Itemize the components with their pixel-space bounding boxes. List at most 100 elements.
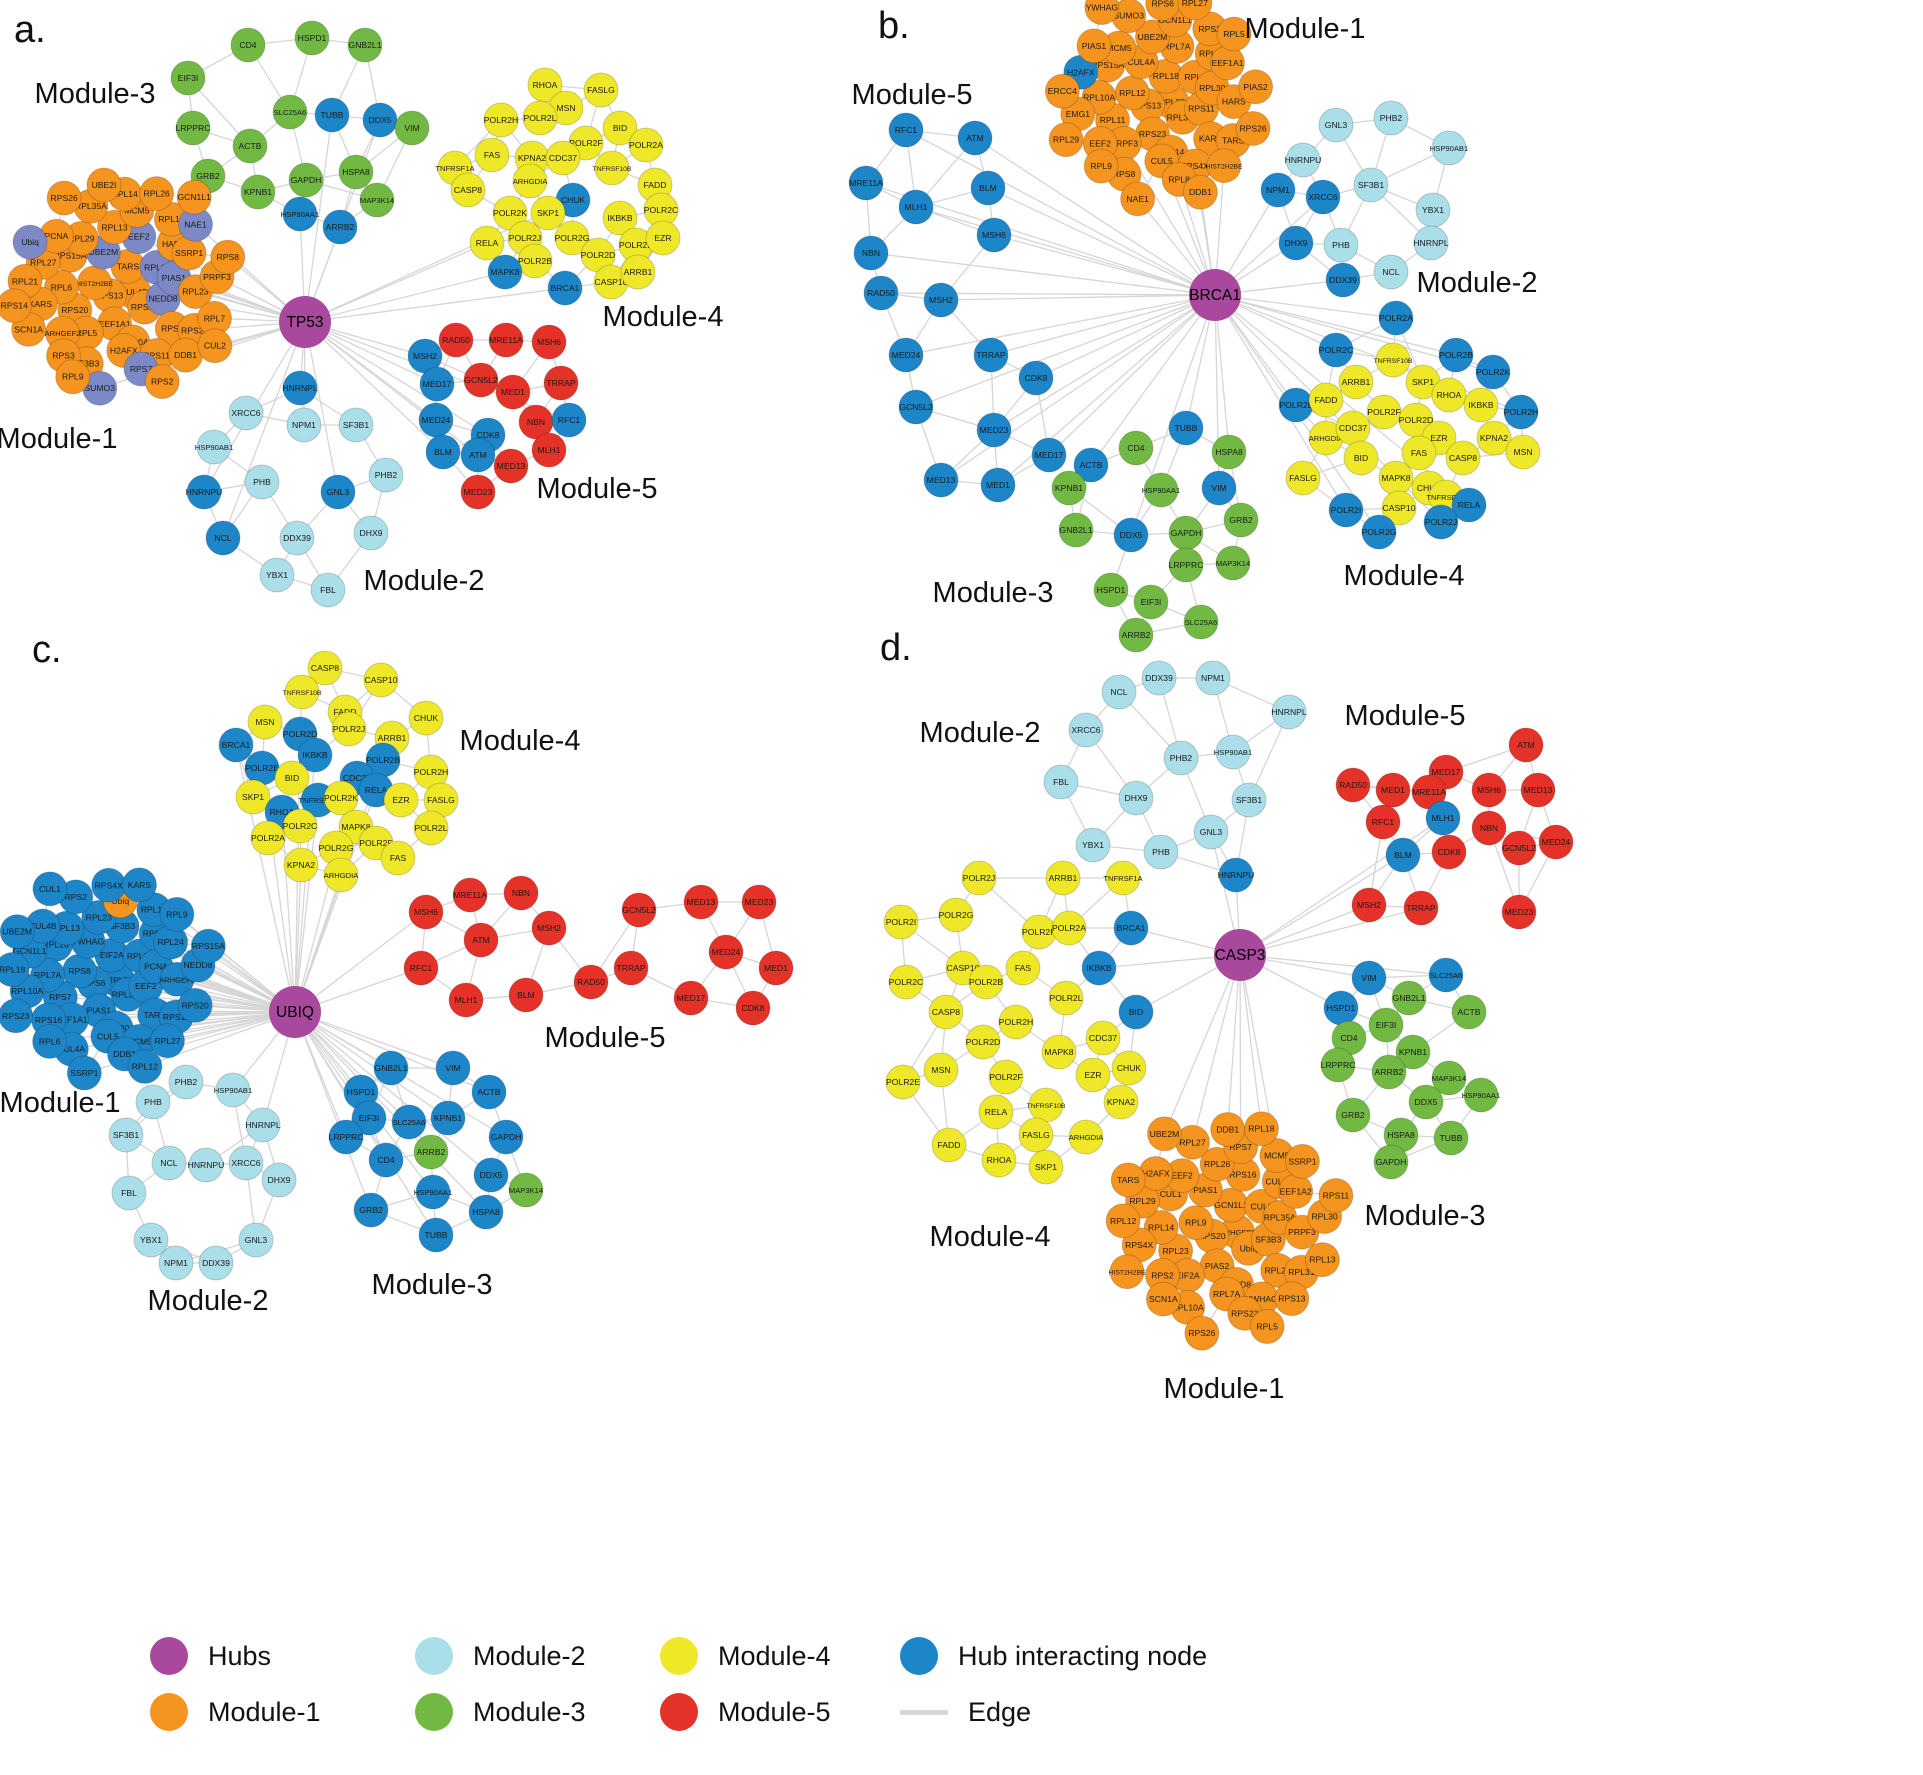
node-nbn[interactable]: NBN [1471,810,1507,846]
node-ssrp1[interactable]: SSRP1 [66,1055,102,1091]
node-gnl3[interactable]: GNL3 [238,1222,274,1258]
node-ddx5[interactable]: DDX5 [1113,517,1149,553]
node-ercc4[interactable]: ERCC4 [1044,73,1080,109]
node-phb[interactable]: PHB [244,464,280,500]
node-map3k14[interactable]: MAP3K14 [1215,545,1251,581]
node-gnb2l1[interactable]: GNB2L1 [373,1050,409,1086]
node-gcn1l1[interactable]: GCN1L1 [176,179,212,215]
node-faslg[interactable]: FASLG [1018,1117,1054,1153]
node-ybx1[interactable]: YBX1 [1075,827,1111,863]
node-trrap[interactable]: TRRAP [973,337,1009,373]
node-polr2l[interactable]: POLR2L [413,810,449,846]
node-med13[interactable]: MED13 [1520,772,1556,808]
node-polr2e[interactable]: POLR2E [885,1064,921,1100]
node-bid[interactable]: BID [1343,440,1379,476]
node-med24[interactable]: MED24 [888,337,924,373]
node-casp8[interactable]: CASP8 [1445,440,1481,476]
node-polr2j[interactable]: POLR2J [331,711,367,747]
node-hnrnpl[interactable]: HNRNPL [1413,225,1449,261]
node-hsp90ab1[interactable]: HSP90AB1 [214,1072,252,1108]
node-fas[interactable]: FAS [474,137,510,173]
node-npm1[interactable]: NPM1 [158,1245,194,1281]
node-med1[interactable]: MED1 [980,467,1016,503]
node-map3k14[interactable]: MAP3K14 [359,182,395,218]
node-nbn[interactable]: NBN [503,875,539,911]
node-bid[interactable]: BID [1118,994,1154,1030]
node-cul1[interactable]: CUL1 [32,871,68,907]
node-eif3i[interactable]: EIF3I [1368,1007,1404,1043]
node-ybx1[interactable]: YBX1 [259,557,295,593]
node-skp1[interactable]: SKP1 [1028,1149,1064,1185]
node-kpna2[interactable]: KPNA2 [1103,1084,1139,1120]
node-rela[interactable]: RELA [469,225,505,261]
node-med13[interactable]: MED13 [683,884,719,920]
node-polr2a[interactable]: POLR2A [628,127,664,163]
node-arrb2[interactable]: ARRB2 [322,209,358,245]
node-med17[interactable]: MED17 [673,980,709,1016]
node-polr2j[interactable]: POLR2J [1423,504,1459,540]
node-med24[interactable]: MED24 [708,934,744,970]
hub-node-ubiq[interactable]: UBIQ [269,986,321,1038]
node-polr2c[interactable]: POLR2C [1318,332,1354,368]
node-rpl9[interactable]: RPL9 [1178,1205,1214,1241]
node-med1[interactable]: MED1 [495,374,531,410]
node-ddx39[interactable]: DDX39 [198,1245,234,1281]
node-ssrp1[interactable]: SSRP1 [171,235,207,271]
node-tubb[interactable]: TUBB [314,97,350,133]
node-cd4[interactable]: CD4 [230,27,266,63]
node-fas[interactable]: FAS [1005,950,1041,986]
node-med23[interactable]: MED23 [976,412,1012,448]
node-cul2[interactable]: CUL2 [197,328,233,364]
node-msh6[interactable]: MSH6 [408,894,444,930]
node-ddx5[interactable]: DDX5 [1408,1084,1444,1120]
node-hnrnpl[interactable]: HNRNPL [1271,694,1307,730]
node-kpna2[interactable]: KPNA2 [283,847,319,883]
node-atm[interactable]: ATM [463,922,499,958]
node-dhx9[interactable]: DHX9 [353,515,389,551]
node-trrap[interactable]: TRRAP [543,365,579,401]
node-ikbkb[interactable]: IKBKB [1463,387,1499,423]
node-ezr[interactable]: EZR [645,220,681,256]
node-faslg[interactable]: FASLG [583,72,619,108]
node-gnl3[interactable]: GNL3 [1193,814,1229,850]
node-arrb1[interactable]: ARRB1 [1338,364,1374,400]
node-polr2l[interactable]: POLR2L [1048,980,1084,1016]
node-cdc37[interactable]: CDC37 [1085,1020,1121,1056]
node-ssrp1[interactable]: SSRP1 [1284,1143,1320,1179]
node-ncl[interactable]: NCL [205,520,241,556]
node-slc25a6[interactable]: SLC25A6 [1183,604,1219,640]
node-rpl6[interactable]: RPL6 [32,1023,68,1059]
node-hnrnpu[interactable]: HNRNPU [186,474,223,510]
node-lrpprc[interactable]: LRPPRC [175,110,211,146]
node-vim[interactable]: VIM [1201,470,1237,506]
node-rps2[interactable]: RPS2 [144,364,180,400]
node-brca1[interactable]: BRCA1 [547,270,583,306]
node-med13[interactable]: MED13 [493,448,529,484]
node-ube2m[interactable]: UBE2M [1146,1116,1182,1152]
node-grb2[interactable]: GRB2 [353,1192,389,1228]
node-rps8[interactable]: RPS8 [210,239,246,275]
node-polr2k[interactable]: POLR2K [1021,914,1057,950]
node-rpl29[interactable]: RPL29 [1048,122,1084,158]
node-tnfrsf10b[interactable]: TNFRSF10B [593,150,632,186]
node-ube2m[interactable]: UBE2M [0,914,35,950]
node-cdk8[interactable]: CDK8 [1018,360,1054,396]
node-dhx9[interactable]: DHX9 [261,1162,297,1198]
node-polr2h[interactable]: POLR2H [1503,394,1539,430]
node-phb[interactable]: PHB [135,1084,171,1120]
node-phb[interactable]: PHB [1143,834,1179,870]
node-fadd[interactable]: FADD [1308,382,1344,418]
node-xrcc6[interactable]: XRCC6 [1305,179,1341,215]
node-polr2k[interactable]: POLR2K [1475,354,1511,390]
node-gcn5l2[interactable]: GCN5L2 [621,892,657,928]
node-polr2l[interactable]: POLR2L [1278,387,1314,423]
node-polr2f[interactable]: POLR2F [988,1059,1024,1095]
node-gnb2l1[interactable]: GNB2L1 [1391,980,1427,1016]
hub-node-tp53[interactable]: TP53 [279,296,331,348]
node-polr2l[interactable]: POLR2L [522,100,558,136]
node-sf3b1[interactable]: SF3B1 [108,1117,144,1153]
node-rpl5[interactable]: RPL5 [1216,16,1252,52]
node-msh6[interactable]: MSH6 [1471,772,1507,808]
node-slc25a6[interactable]: SLC25A6 [391,1104,427,1140]
node-phb2[interactable]: PHB2 [168,1064,204,1100]
